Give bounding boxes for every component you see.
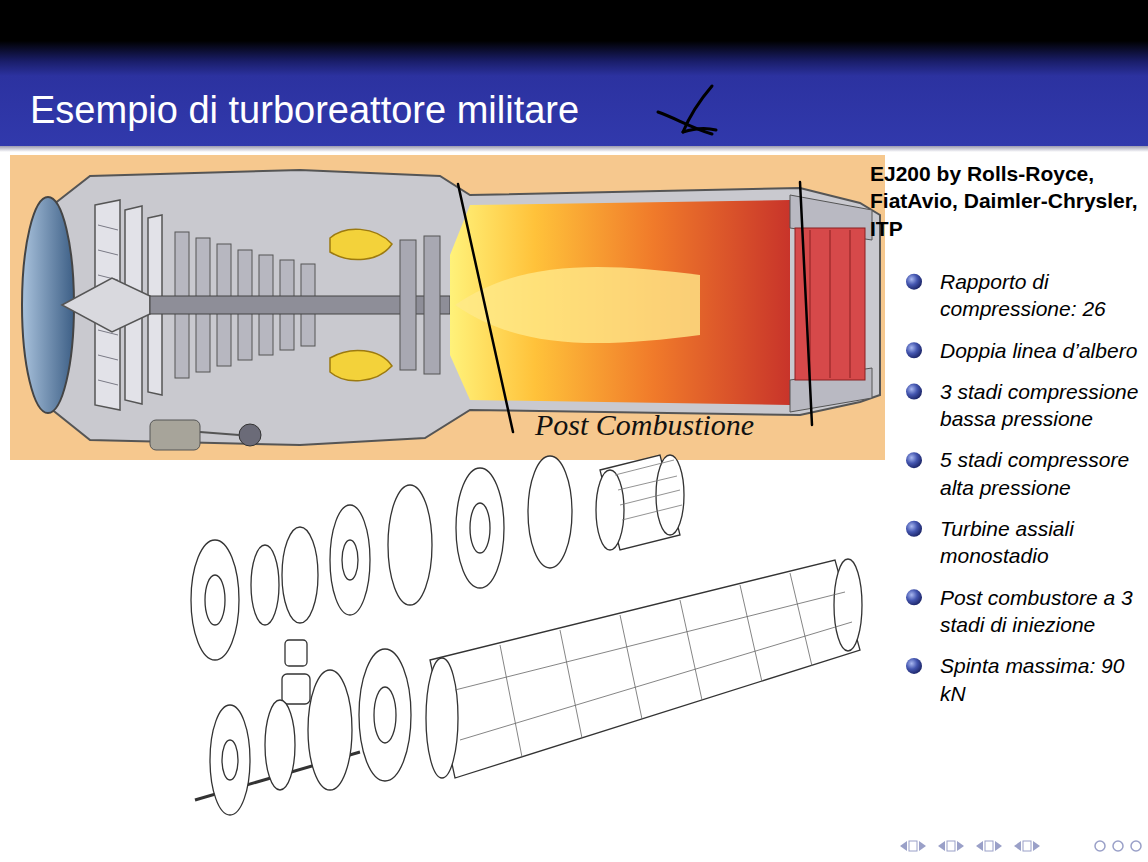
exploded-view <box>191 455 862 815</box>
bullet-dot <box>906 274 922 290</box>
bullet-dot <box>906 384 922 400</box>
bullet-dot <box>906 658 922 674</box>
spec-bullet: Post combustore a 3 stadi di iniezione <box>940 584 1140 639</box>
bullet-dot <box>906 342 922 358</box>
slide-title: Esempio di turboreattore militare <box>30 88 579 134</box>
handwritten-note: Post Combustione <box>535 408 754 442</box>
bullet-dot <box>906 452 922 468</box>
bullet-dot <box>906 521 922 537</box>
title-bar <box>0 0 1148 146</box>
handwritten-cross <box>658 86 716 134</box>
spec-bullet: Turbine assiali monostadio <box>940 515 1140 570</box>
engine-cutaway <box>10 155 885 460</box>
spec-bullet: 5 stadi compressore alta pressione <box>940 446 1140 501</box>
spec-bullet: Rapporto di compressione: 26 <box>940 268 1140 323</box>
bullet-dot <box>906 589 922 605</box>
spec-bullet: Doppia linea d’albero <box>940 337 1140 364</box>
navigation-symbols <box>900 841 1141 851</box>
spec-bullet: 3 stadi compressione bassa pressione <box>940 378 1140 433</box>
bar-shadow <box>0 146 1148 152</box>
engine-name: EJ200 by Rolls-Royce, FiatAvio, Daimler-… <box>870 160 1142 242</box>
spec-bullet: Spinta massima: 90 kN <box>940 652 1140 707</box>
